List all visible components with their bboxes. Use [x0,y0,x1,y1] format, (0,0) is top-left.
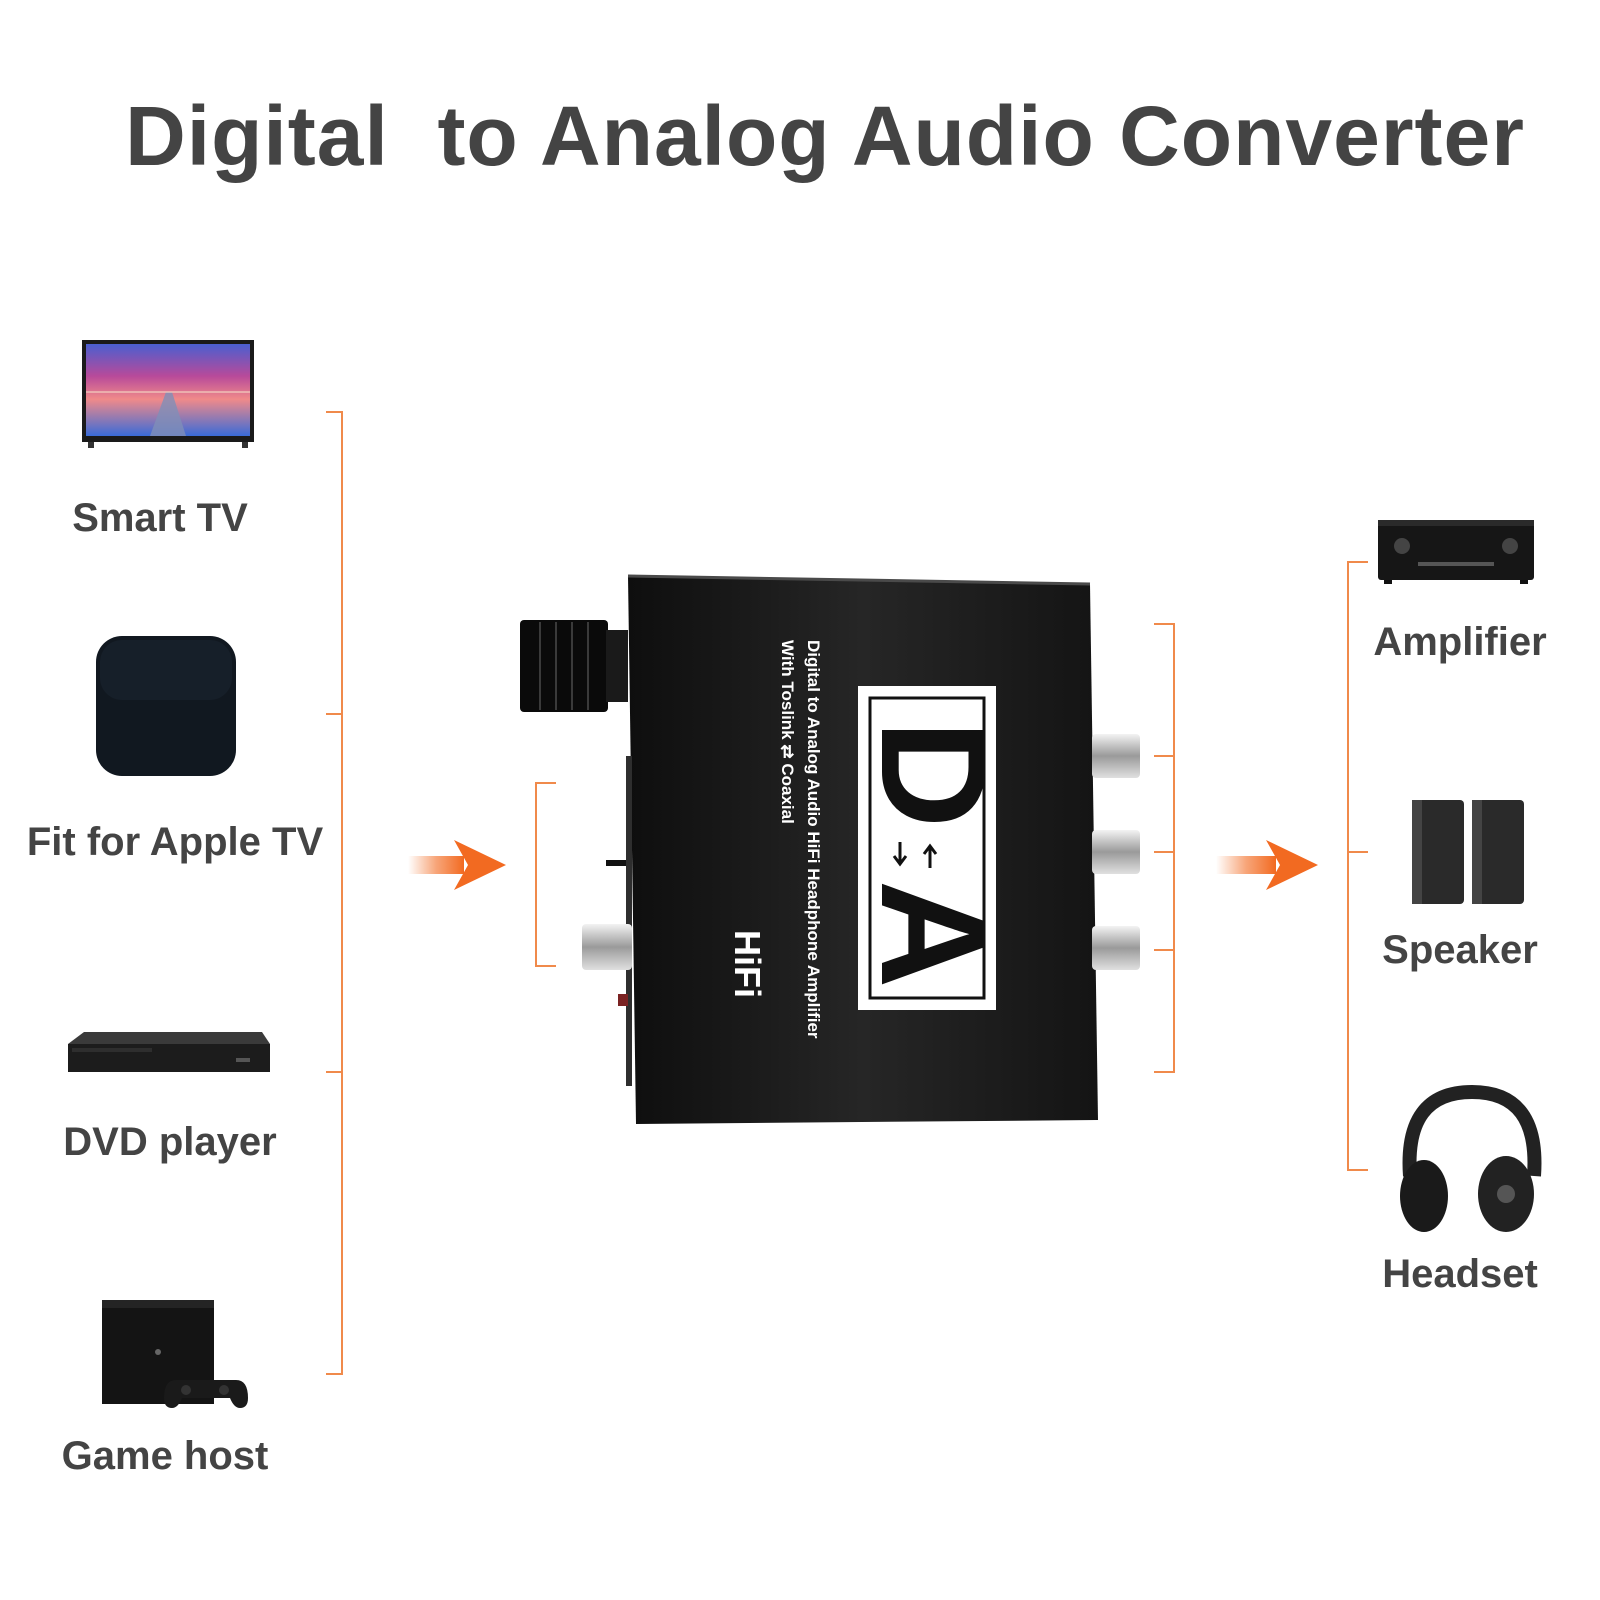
game-console-icon [102,1300,248,1408]
headset-icon [1400,1084,1542,1232]
speaker-icon [1412,800,1524,904]
page-title: Digital to Analog Audio Converter [125,89,1525,183]
device-output-bracket [1154,623,1175,1073]
hifi-badge: HiFi [727,930,768,998]
input-label-game-host: Game host [61,1434,269,1478]
device-input-bracket [535,782,556,967]
output-bracket [1347,561,1368,1171]
output-label-headset: Headset [1382,1252,1538,1296]
rca-output-jack-2 [1092,830,1140,874]
logo-letter-a: A [850,880,1018,988]
dvd-player-icon [68,1032,270,1072]
dac-device: D A Digital to Analog Audio HiFi Headpho… [520,574,1140,1124]
input-bracket [326,411,343,1375]
coaxial-input-jack [582,924,632,970]
rca-output-jack-1 [1092,734,1140,778]
input-arrow [408,840,506,890]
output-label-speaker: Speaker [1382,928,1538,972]
logo-letter-d: D [850,720,1018,828]
rca-output-jack-3 [1092,926,1140,970]
output-label-amplifier: Amplifier [1373,620,1547,664]
device-line-2: With Toslink ⇄ Coaxial [778,640,797,824]
smart-tv-icon [82,340,254,448]
amplifier-icon [1378,520,1534,584]
input-label-dvd-player: DVD player [63,1120,277,1164]
input-label-apple-tv: Fit for Apple TV [26,820,324,864]
output-arrow [1216,840,1318,890]
apple-tv-box-icon [96,636,236,776]
convert-arrows-icon [892,842,938,868]
volume-knob [520,620,608,712]
device-line-1: Digital to Analog Audio HiFi Headphone A… [804,640,823,1039]
input-label-smart-tv: Smart TV [72,496,248,540]
